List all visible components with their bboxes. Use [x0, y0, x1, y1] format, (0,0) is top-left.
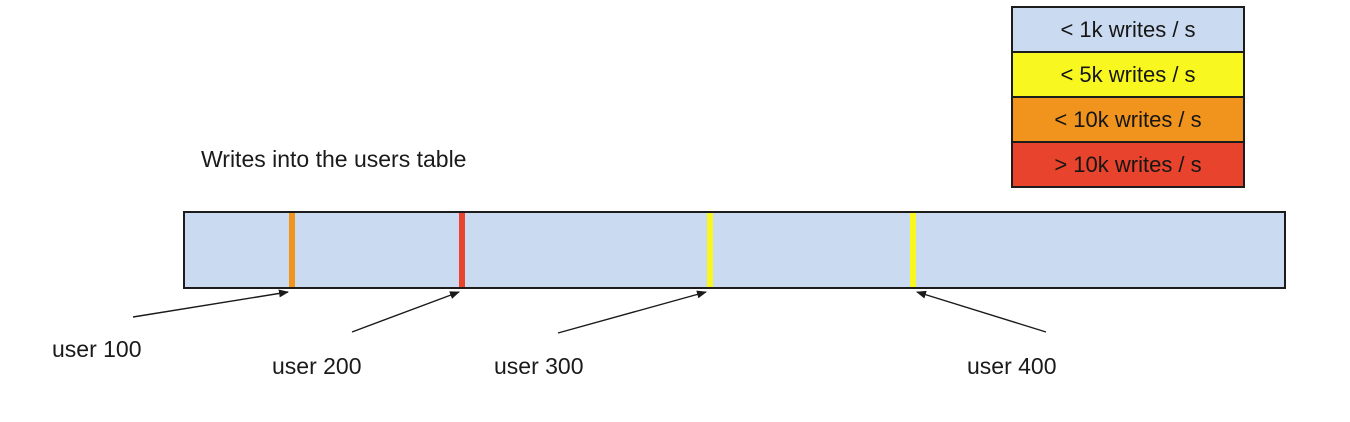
- write-marker-user-200: [459, 213, 465, 287]
- legend-item-gt-10k: > 10k writes / s: [1011, 141, 1245, 188]
- legend-item-lt-5k: < 5k writes / s: [1011, 51, 1245, 98]
- legend-item-lt-10k-label: < 10k writes / s: [1054, 106, 1202, 132]
- diagram-title: Writes into the users table: [201, 146, 467, 172]
- legend-item-gt-10k-label: > 10k writes / s: [1054, 151, 1202, 177]
- arrow-user-300-icon: [557, 290, 707, 334]
- arrow-user-400-icon: [916, 290, 1047, 333]
- legend-item-lt-10k: < 10k writes / s: [1011, 96, 1245, 143]
- legend: < 1k writes / s < 5k writes / s < 10k wr…: [1011, 6, 1245, 188]
- arrow-user-200-icon: [351, 291, 460, 333]
- legend-item-lt-5k-label: < 5k writes / s: [1060, 61, 1196, 87]
- callout-label-user-200: user 200: [272, 353, 362, 379]
- legend-item-lt-1k: < 1k writes / s: [1011, 6, 1245, 53]
- write-marker-user-400: [910, 213, 916, 287]
- users-table-bar: [183, 211, 1286, 289]
- legend-item-lt-1k-label: < 1k writes / s: [1060, 16, 1196, 42]
- write-marker-user-100: [289, 213, 295, 287]
- callout-label-user-300: user 300: [494, 353, 584, 379]
- callout-label-user-100: user 100: [52, 336, 142, 362]
- arrow-user-100-icon: [132, 289, 289, 318]
- write-marker-user-300: [707, 213, 713, 287]
- callout-label-user-400: user 400: [967, 353, 1057, 379]
